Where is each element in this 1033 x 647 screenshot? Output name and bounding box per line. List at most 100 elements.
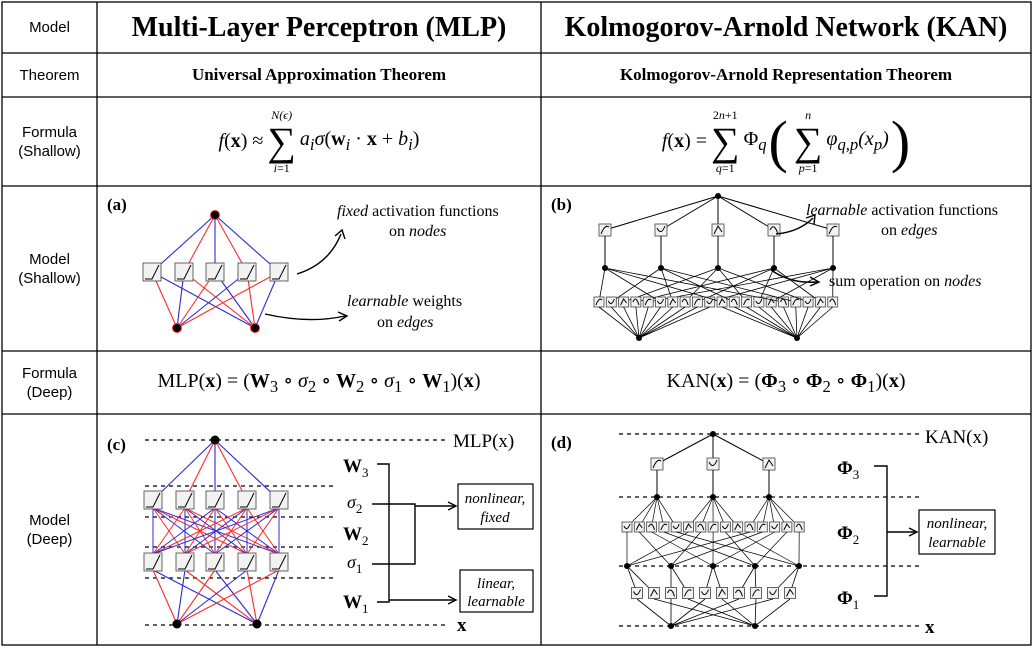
svg-text:fixed activation functions: fixed activation functions bbox=[337, 203, 499, 220]
learnable-activation-box bbox=[706, 457, 720, 471]
kan-deep-formula: KAN(x) = (Φ3 ∘ Φ2 ∘ Φ1)(x) bbox=[666, 370, 906, 396]
svg-text:on edges: on edges bbox=[881, 222, 937, 239]
mlp-column-title: Multi-Layer Perceptron (MLP) bbox=[131, 11, 507, 43]
learnable-activation-box bbox=[707, 521, 719, 533]
edge bbox=[663, 531, 756, 567]
panel-b-ann1-line2: on bbox=[881, 222, 901, 239]
learnable-activation-box bbox=[793, 521, 805, 533]
edge bbox=[670, 598, 706, 627]
svg-text:W1: W1 bbox=[343, 592, 369, 616]
learnable-activation-box bbox=[633, 521, 645, 533]
fixed-activation-box bbox=[174, 262, 194, 282]
edge bbox=[721, 306, 798, 339]
learnable-activation-box bbox=[827, 296, 839, 308]
weight-edge bbox=[214, 569, 258, 625]
learnable-activation-box bbox=[642, 296, 654, 308]
svg-text:Φ3: Φ3 bbox=[837, 458, 859, 482]
edge bbox=[638, 306, 686, 339]
panel-c-box2-line2: learnable bbox=[467, 594, 525, 610]
panel-c-box1-line1: nonlinear, bbox=[465, 491, 525, 507]
kan-theorem: Kolmogorov-Arnold Representation Theorem bbox=[619, 65, 953, 84]
learnable-activation-box bbox=[733, 587, 745, 599]
panel-d-deep-kan-diagram: (d) KAN(x) x Φ3 Φ2 Φ1 nonlinear, learnab… bbox=[551, 427, 996, 638]
weight-edge bbox=[246, 569, 258, 625]
fixed-activation-box bbox=[205, 262, 225, 282]
input-node bbox=[668, 623, 674, 629]
learnable-activation-box bbox=[679, 296, 691, 308]
learnable-activation-box bbox=[728, 296, 740, 308]
learnable-activation-box bbox=[716, 587, 728, 599]
mlp-deep-formula: MLP(x) = (W3 ∘ σ2 ∘ W2 ∘ σ1 ∘ W1)(x) bbox=[157, 370, 481, 396]
panel-a-ann1-rest: activation functions bbox=[368, 203, 499, 220]
learnable-activation-box bbox=[802, 296, 814, 308]
panel-b-ann1-line2-em: edges bbox=[901, 222, 937, 239]
edge bbox=[773, 267, 821, 303]
fixed-activation-box bbox=[269, 490, 289, 510]
panel-c-in-label: x bbox=[457, 615, 467, 636]
edge bbox=[670, 598, 740, 627]
edge bbox=[660, 195, 719, 231]
panel-a-ann1-em: fixed bbox=[337, 203, 369, 220]
learnable-activation-box bbox=[682, 587, 694, 599]
edge bbox=[638, 306, 698, 339]
learnable-activation-box bbox=[665, 587, 677, 599]
learnable-activation-box bbox=[683, 521, 694, 533]
output-edge bbox=[214, 214, 248, 273]
weight-edge bbox=[184, 507, 280, 555]
edge bbox=[670, 531, 763, 567]
fixed-activation-box bbox=[142, 262, 162, 282]
weight-edge bbox=[214, 439, 248, 501]
row-label-model-deep: Model (Deep) bbox=[26, 511, 73, 548]
edge bbox=[638, 306, 710, 339]
learnable-activation-box bbox=[655, 296, 666, 308]
panel-b-ann2: sum operation on bbox=[829, 273, 944, 290]
edge bbox=[670, 598, 774, 627]
mlp-theorem: Universal Approximation Theorem bbox=[191, 65, 447, 84]
svg-text:σ2: σ2 bbox=[347, 492, 362, 516]
weight-edge bbox=[152, 507, 248, 555]
learnable-activation-box bbox=[670, 521, 682, 533]
weight-edge bbox=[256, 569, 280, 625]
panel-c-out-label: MLP(x) bbox=[453, 431, 514, 452]
edge bbox=[796, 306, 809, 339]
edge bbox=[598, 267, 606, 303]
learnable-activation-box bbox=[784, 587, 796, 599]
learnable-activation-box bbox=[654, 223, 668, 237]
edge bbox=[697, 267, 775, 303]
edge bbox=[635, 267, 775, 303]
fixed-activation-box bbox=[205, 490, 225, 510]
edge bbox=[796, 306, 821, 339]
input-node bbox=[172, 619, 182, 629]
learnable-activation-box bbox=[648, 587, 660, 599]
edge bbox=[796, 306, 833, 339]
svg-text:on edges: on edges bbox=[377, 314, 433, 331]
edge bbox=[754, 598, 757, 627]
weight-edge bbox=[152, 507, 186, 555]
edge bbox=[712, 433, 770, 465]
learnable-activation-box bbox=[621, 521, 633, 533]
svg-text:Φ1: Φ1 bbox=[837, 588, 859, 612]
fixed-activation-box bbox=[175, 490, 195, 510]
learnable-activation-box bbox=[650, 457, 664, 471]
learnable-activation-box bbox=[781, 521, 793, 533]
edge bbox=[746, 306, 798, 339]
learnable-activation-box bbox=[732, 521, 744, 533]
weight-edge bbox=[176, 569, 186, 625]
panel-a-ann1-line2-em: nodes bbox=[409, 223, 446, 240]
panel-a-ann2-line2: on bbox=[377, 314, 397, 331]
edge bbox=[651, 531, 714, 567]
learnable-activation-box bbox=[769, 521, 781, 533]
learnable-activation-box bbox=[605, 296, 617, 308]
corner-label: Model bbox=[29, 19, 70, 36]
panel-a-ann2-rest: weights bbox=[408, 293, 462, 310]
kan-column-title: Kolmogorov-Arnold Network (KAN) bbox=[564, 11, 1008, 43]
panel-a-shallow-mlp-diagram: (a) fixed activation functions on nodes … bbox=[107, 195, 499, 333]
row-label-formula-shallow: Formula (Shallow) bbox=[18, 123, 81, 160]
panel-d-out-label: KAN(x) bbox=[925, 427, 988, 448]
weight-edge bbox=[176, 569, 248, 625]
weight-edge bbox=[176, 271, 248, 329]
edge bbox=[783, 306, 798, 339]
svg-text:sum operation on nodes: sum operation on nodes bbox=[829, 273, 981, 290]
kan-shallow-formula: f(x) = 2n+1∑q=1 Φq ( n∑p=1 φq,p(xp) ) bbox=[661, 107, 911, 175]
